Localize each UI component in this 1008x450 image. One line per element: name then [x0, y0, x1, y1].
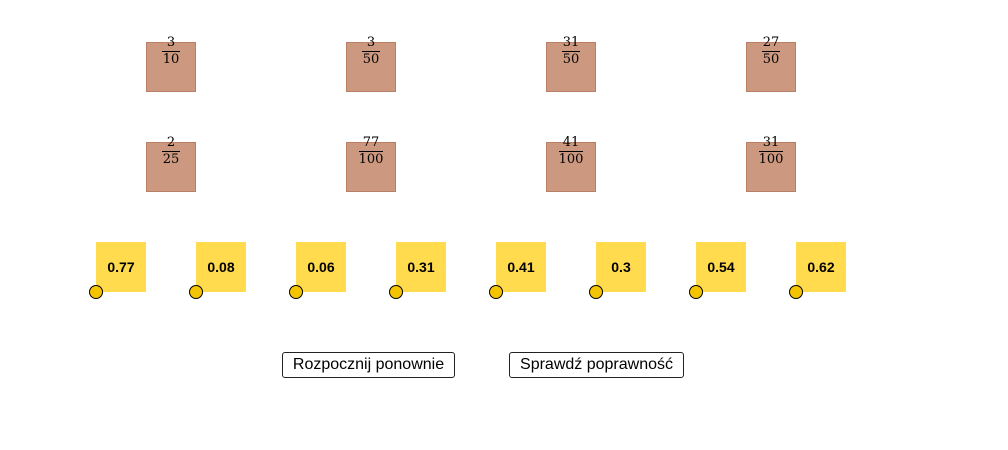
fraction-bar: [162, 51, 180, 52]
fraction-tile: 2 25: [146, 136, 196, 192]
drag-handle[interactable]: [789, 285, 803, 299]
fraction-denominator: 25: [162, 152, 180, 167]
drag-handle[interactable]: [89, 285, 103, 299]
fraction-denominator: 100: [758, 152, 784, 167]
check-button[interactable]: Sprawdź poprawność: [509, 352, 684, 378]
drag-handle[interactable]: [489, 285, 503, 299]
fraction-denominator: 10: [162, 52, 180, 67]
decimal-card[interactable]: 0.31: [396, 242, 446, 292]
fraction-tile: 3 50: [346, 36, 396, 92]
fraction-tile: 31 50: [546, 36, 596, 92]
fraction-numerator: 31: [562, 35, 580, 50]
fraction: 77 100: [347, 136, 395, 167]
fraction: 3 10: [147, 36, 195, 67]
fraction: 27 50: [747, 36, 795, 67]
restart-button[interactable]: Rozpocznij ponownie: [282, 352, 455, 378]
drag-handle[interactable]: [689, 285, 703, 299]
fraction-numerator: 3: [166, 35, 176, 50]
fraction-bar: [362, 51, 380, 52]
fraction-tile: 41 100: [546, 136, 596, 192]
decimal-card[interactable]: 0.41: [496, 242, 546, 292]
fraction-denominator: 50: [762, 52, 780, 67]
fraction: 41 100: [547, 136, 595, 167]
drag-handle[interactable]: [289, 285, 303, 299]
fraction-numerator: 3: [366, 35, 376, 50]
fraction: 2 25: [147, 136, 195, 167]
decimal-card[interactable]: 0.3: [596, 242, 646, 292]
fraction-numerator: 2: [166, 135, 176, 150]
fraction-denominator: 100: [558, 152, 584, 167]
fraction-bar: [559, 151, 583, 152]
fraction-bar: [162, 151, 180, 152]
decimal-card[interactable]: 0.08: [196, 242, 246, 292]
decimal-card[interactable]: 0.77: [96, 242, 146, 292]
fraction: 31 100: [747, 136, 795, 167]
fraction: 3 50: [347, 36, 395, 67]
fraction-numerator: 77: [362, 135, 380, 150]
fraction-numerator: 27: [762, 35, 780, 50]
fraction-bar: [359, 151, 383, 152]
fraction-bar: [759, 151, 783, 152]
fraction: 31 50: [547, 36, 595, 67]
drag-handle[interactable]: [389, 285, 403, 299]
drag-handle[interactable]: [189, 285, 203, 299]
fraction-denominator: 50: [562, 52, 580, 67]
fraction-tile: 31 100: [746, 136, 796, 192]
fraction-bar: [562, 51, 580, 52]
fraction-denominator: 100: [358, 152, 384, 167]
fraction-numerator: 31: [762, 135, 780, 150]
decimal-card[interactable]: 0.54: [696, 242, 746, 292]
fraction-tile: 27 50: [746, 36, 796, 92]
decimal-card[interactable]: 0.06: [296, 242, 346, 292]
decimal-card[interactable]: 0.62: [796, 242, 846, 292]
fraction-tile: 77 100: [346, 136, 396, 192]
fraction-denominator: 50: [362, 52, 380, 67]
fraction-numerator: 41: [562, 135, 580, 150]
fraction-bar: [762, 51, 780, 52]
drag-handle[interactable]: [589, 285, 603, 299]
fraction-tile: 3 10: [146, 36, 196, 92]
